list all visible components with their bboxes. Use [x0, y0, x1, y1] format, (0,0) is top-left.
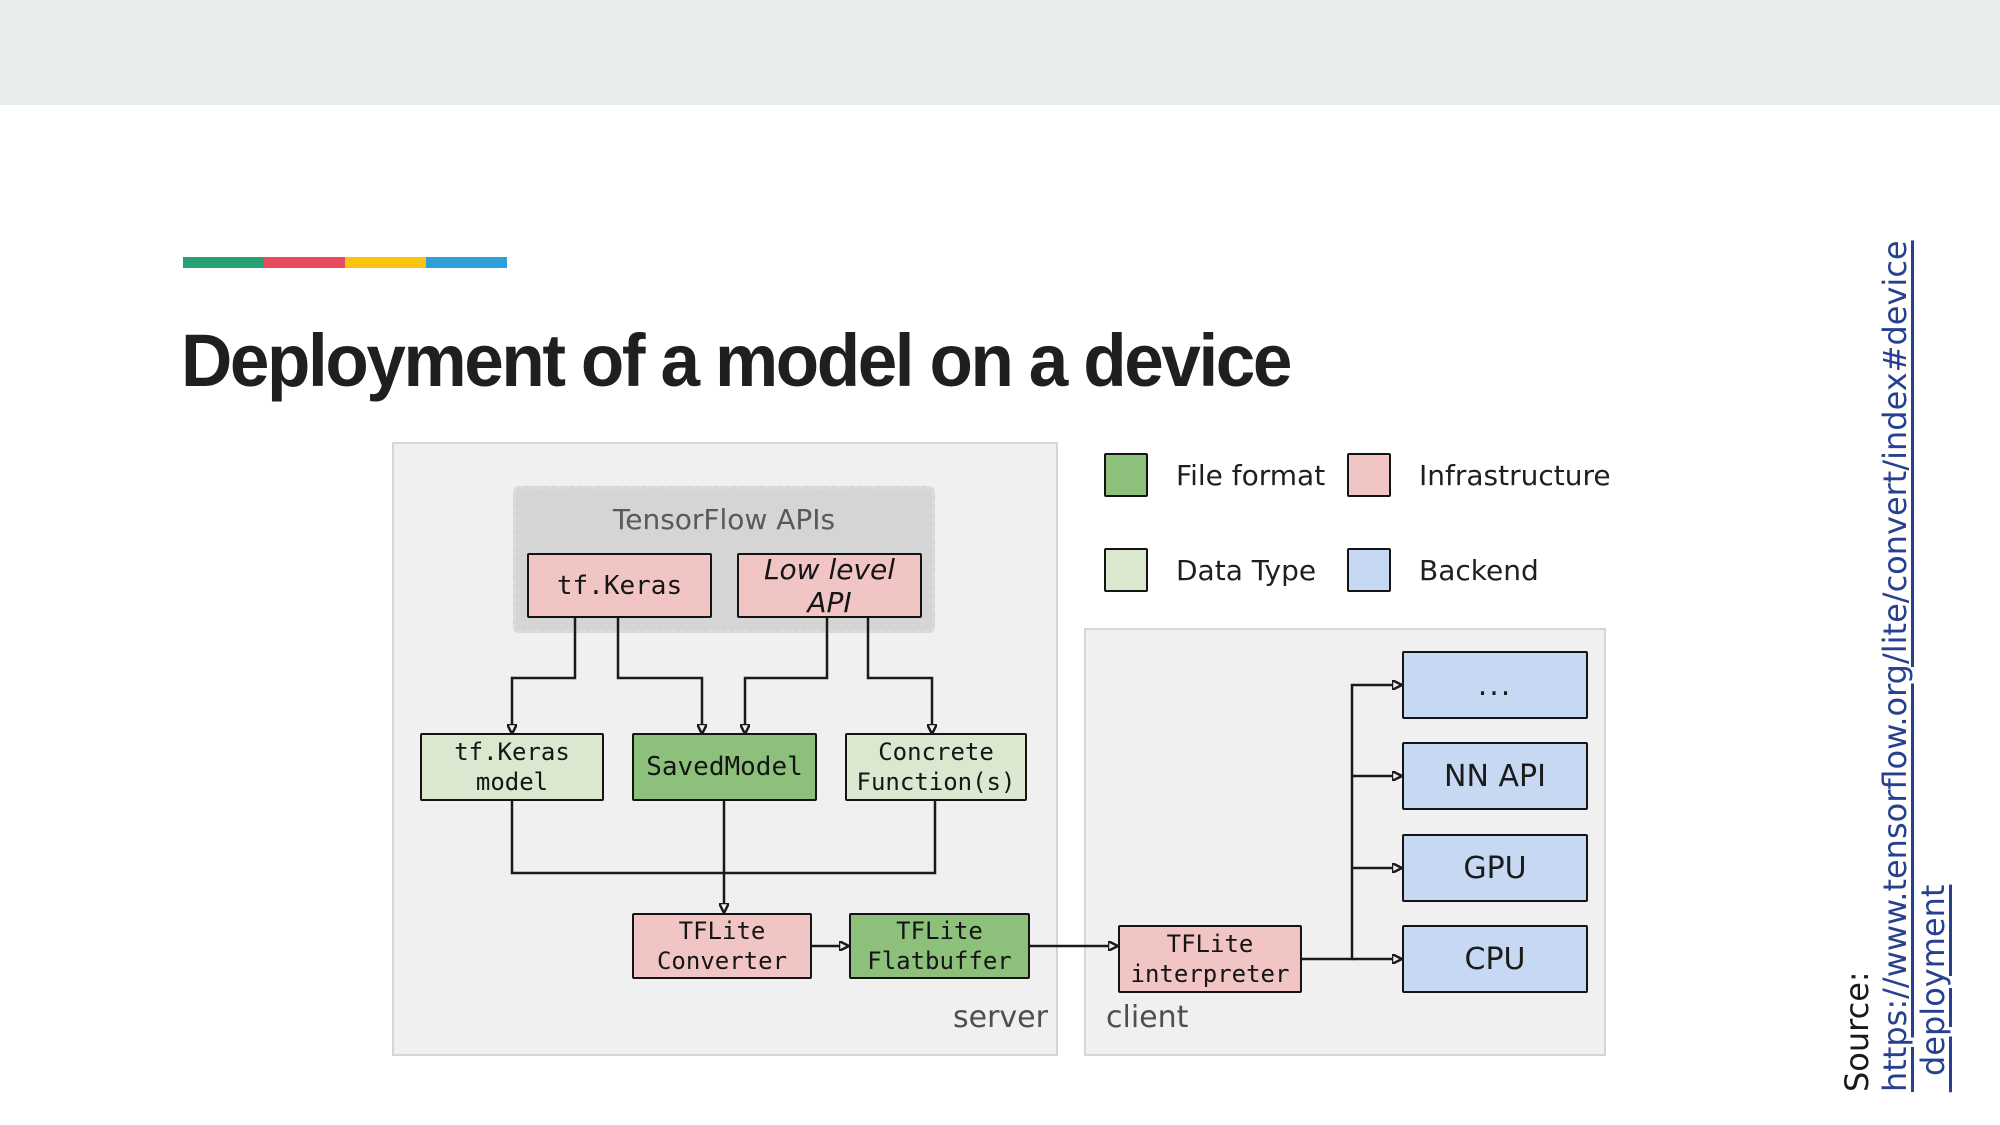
backend-swatch-icon [1347, 548, 1391, 592]
legend-item-infrastructure: Infrastructure [1347, 453, 1611, 497]
node-tflite-converter: TFLite Converter [632, 913, 812, 979]
node-label: SavedModel [646, 752, 803, 782]
legend-label: Infrastructure [1419, 458, 1611, 492]
legend-item-backend: Backend [1347, 548, 1539, 592]
accent-segment-blue [426, 257, 507, 268]
slide-title: Deployment of a model on a device [181, 319, 1292, 402]
node-saved-model: SavedModel [632, 733, 817, 801]
source-link-line1[interactable]: https://www.tensorflow.org/lite/convert/… [1876, 240, 1914, 1092]
node-backend-cpu: CPU [1402, 925, 1588, 993]
node-concrete-functions: Concrete Function(s) [845, 733, 1027, 801]
node-low-level-api: Low level API [737, 552, 922, 619]
node-backend-gpu: GPU [1402, 834, 1588, 902]
slide-top-band [0, 0, 2000, 105]
server-panel-label: server [953, 1000, 1048, 1035]
legend-label: File format [1176, 458, 1326, 492]
legend-item-file-format: File format [1104, 453, 1325, 497]
node-label-line2: Function(s) [856, 768, 1016, 796]
node-label: Low level API [763, 552, 896, 619]
source-reference: Source: https://www.tensorflow.org/lite/… [1838, 192, 1952, 1092]
node-label-line2: interpreter [1130, 960, 1290, 988]
node-label-line1: TFLite [896, 917, 983, 945]
node-label: CPU [1464, 941, 1526, 977]
node-label-line2: model [475, 768, 549, 796]
node-label-line2: Flatbuffer [867, 947, 1012, 975]
node-backend-nn-api: NN API [1402, 742, 1588, 810]
node-label-line1: tf.Keras [454, 738, 570, 766]
node-label-line1: TFLite [678, 917, 766, 945]
node-label-line1: Concrete [878, 738, 994, 766]
legend-item-data-type: Data Type [1104, 548, 1316, 592]
node-tflite-flatbuffer: TFLite Flatbuffer [849, 913, 1030, 979]
legend-label: Backend [1419, 553, 1539, 587]
infrastructure-swatch-icon [1347, 453, 1391, 497]
accent-bar [183, 257, 507, 268]
node-tf-keras-model: tf.Keras model [420, 733, 604, 801]
node-tflite-interpreter: TFLite interpreter [1118, 925, 1302, 993]
node-label-line1: TFLite [1166, 930, 1254, 958]
node-label: GPU [1463, 850, 1527, 886]
node-label-line2: Converter [656, 947, 788, 975]
node-label: tf.Keras [556, 570, 683, 601]
tensorflow-apis-label: TensorFlow APIs [612, 503, 836, 536]
source-label: Source: [1838, 971, 1876, 1092]
accent-segment-red [264, 257, 345, 268]
legend-label: Data Type [1176, 553, 1317, 587]
node-label: ... [1477, 667, 1513, 703]
node-backend-more: ... [1402, 651, 1588, 719]
source-link-line2[interactable]: _deployment [1914, 884, 1952, 1092]
data-type-swatch-icon [1104, 548, 1148, 592]
accent-segment-green [183, 257, 264, 268]
node-label: NN API [1444, 758, 1546, 794]
node-tf-keras: tf.Keras [527, 553, 712, 618]
client-panel-label: client [1106, 1000, 1189, 1035]
accent-segment-yellow [345, 257, 426, 268]
file-format-swatch-icon [1104, 453, 1148, 497]
